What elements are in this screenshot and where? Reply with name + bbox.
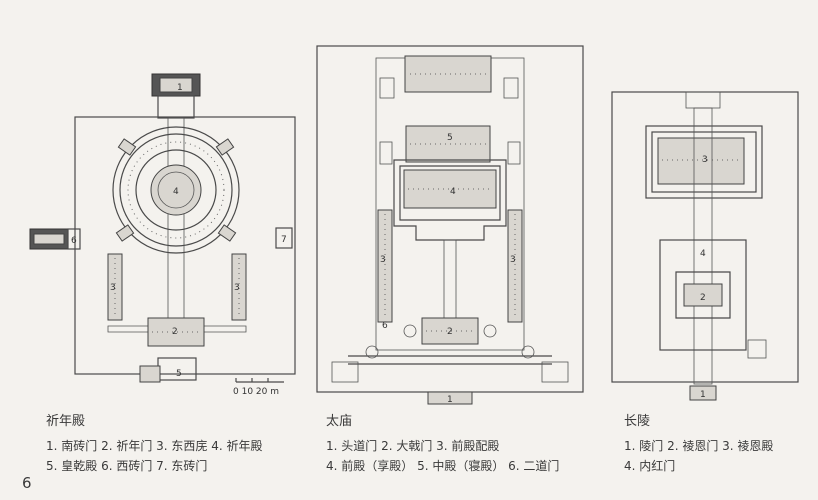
caption-taimiao: 太庙 1. 头道门 2. 大戟门 3. 前殿配殿 4. 前殿（享殿） 5. 中殿… [326,412,559,476]
plan-1-marker-6: 6 [71,236,77,246]
plan-2-marker-3-east: 3 [510,255,516,265]
plan-3-legend-line-2: 4. 内红门 [624,459,676,473]
plan-1-marker-3-west: 3 [110,283,116,293]
plan-1-marker-5: 5 [176,369,182,379]
plan-changling: 1 2 3 4 [611,91,799,401]
plan-qiniandian: 0 10 20 m 1 2 3 3 4 5 6 7 [29,73,296,397]
plan-3-marker-4: 4 [700,249,706,259]
plan-1-marker-3-east: 3 [234,283,240,293]
plan-2-legend-line-2: 4. 前殿（享殿） 5. 中殿（寝殿） 6. 二道门 [326,459,560,473]
plan-2-marker-3-west: 3 [380,255,386,265]
plan-1-marker-4: 4 [173,187,179,197]
plan-1-legend-line-1: 1. 南砖门 2. 祈年门 3. 东西庑 4. 祈年殿 [46,439,263,453]
plan-2-title: 太庙 [326,414,353,429]
plan-1-marker-7: 7 [281,235,287,245]
plan-1-legend-line-2: 5. 皇乾殿 6. 西砖门 7. 东砖门 [46,459,208,473]
plan-3-title: 长陵 [624,414,651,429]
plan-3-legend-line-1: 1. 陵门 2. 祾恩门 3. 祾恩殿 [624,439,774,453]
plan-3-marker-3: 3 [702,155,708,165]
plan-1-title: 祈年殿 [46,414,86,429]
plan-3-marker-1: 1 [700,390,706,400]
plan-3-marker-2: 2 [700,293,706,303]
plan-1-marker-2: 2 [172,327,178,337]
plan-2-marker-6: 6 [382,321,388,331]
page-number: 6 [22,474,32,492]
caption-qiniandian: 祈年殿 1. 南砖门 2. 祈年门 3. 东西庑 4. 祈年殿 5. 皇乾殿 6… [46,412,263,476]
plan-1-marker-1: 1 [177,83,183,93]
plan-2-marker-4: 4 [450,187,456,197]
plan-taimiao: 1 2 3 3 4 5 6 [316,45,584,405]
caption-changling: 长陵 1. 陵门 2. 祾恩门 3. 祾恩殿 4. 内红门 [624,412,773,476]
scale-bar-label: 0 10 20 m [233,387,279,397]
plan-2-marker-1: 1 [447,395,453,405]
plan-2-marker-5: 5 [447,133,453,143]
plan-2-legend-line-1: 1. 头道门 2. 大戟门 3. 前殿配殿 [326,439,500,453]
plan-2-marker-2: 2 [447,327,453,337]
